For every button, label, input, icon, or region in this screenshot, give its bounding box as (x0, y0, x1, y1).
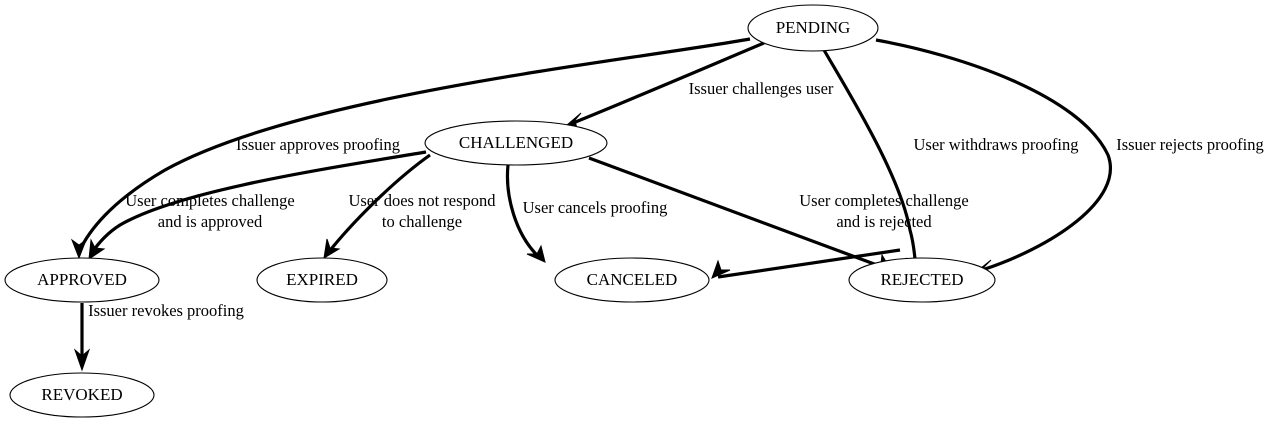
edge-challenged-canceled (505, 164, 546, 263)
edge-line-challenged-expired (326, 153, 431, 254)
edge-label-approved-revoked: Issuer revokes proofing (88, 301, 244, 320)
edge-label-pending-approved: Issuer approves proofing (236, 135, 400, 154)
edge-label-line: User completes challenge (125, 191, 295, 210)
edge-pending-approved (70, 37, 751, 260)
edge-line-other-canceled (717, 248, 901, 279)
edge-label-line: to challenge (382, 212, 462, 231)
edge-line-pending-approved (77, 37, 751, 253)
arrowhead-pending-approved (70, 238, 88, 260)
arrowhead-challenged-canceled (526, 244, 546, 263)
edge-label-challenged-rejected: User completes challenge and is rejected (799, 191, 969, 231)
node-shape-expired[interactable] (256, 257, 388, 303)
edge-line-pending-rejected-issuer (875, 38, 1112, 272)
node-label-approved: APPROVED (37, 270, 127, 289)
node-challenged[interactable]: CHALLENGED (424, 120, 608, 166)
edge-labels-layer: Issuer approves proofing Issuer challenge… (88, 79, 1264, 320)
nodes-layer: PENDING CHALLENGED APPROVED EXPIRED CANCELED… (4, 4, 996, 418)
edge-label-challenged-expired: User does not respond to challenge (348, 191, 496, 231)
edge-label-line: Issuer approves proofing (236, 135, 400, 154)
edge-label-line: Issuer revokes proofing (88, 301, 244, 320)
arrowhead-approved-revoked (73, 348, 91, 372)
node-shape-canceled[interactable] (554, 257, 710, 303)
node-shape-approved[interactable] (4, 257, 160, 303)
arrowhead-other-canceled (711, 259, 731, 279)
edge-line-challenged-canceled (505, 164, 542, 260)
edge-label-pending-rejected: User withdraws proofing (914, 135, 1079, 154)
edge-label-line: and is approved (158, 212, 263, 231)
edge-label-line: User cancels proofing (523, 198, 668, 217)
edge-other-canceled (711, 248, 901, 279)
edge-pending-rejected (822, 49, 924, 278)
edge-label-pending-challenged: Issuer challenges user (689, 79, 834, 98)
arrowhead-challenged-expired (323, 238, 341, 259)
edge-line-pending-challenged (572, 41, 765, 125)
edge-label-challenged-approved: User completes challenge and is approved (125, 191, 295, 231)
node-label-challenged: CHALLENGED (459, 133, 573, 152)
node-label-canceled: CANCELED (587, 270, 678, 289)
edge-label-challenged-canceled: User cancels proofing (523, 198, 668, 217)
node-pending[interactable]: PENDING (747, 4, 879, 52)
edge-label-line: Issuer challenges user (689, 79, 834, 98)
edge-label-line: User completes challenge (799, 191, 969, 210)
node-rejected[interactable]: REJECTED (848, 257, 996, 303)
node-label-pending: PENDING (776, 18, 851, 37)
node-label-rejected: REJECTED (880, 270, 963, 289)
edge-label-line: User withdraws proofing (914, 135, 1079, 154)
arrowhead-challenged-approved (88, 238, 106, 261)
node-shape-challenged[interactable] (424, 120, 608, 166)
edge-label-line: Issuer rejects proofing (1116, 135, 1264, 154)
edge-label-line: and is rejected (836, 212, 932, 231)
node-approved[interactable]: APPROVED (4, 257, 160, 303)
node-canceled[interactable]: CANCELED (554, 257, 710, 303)
node-shape-revoked[interactable] (9, 372, 155, 418)
edge-approved-revoked (73, 303, 91, 372)
node-shape-rejected[interactable] (848, 257, 996, 303)
node-label-expired: EXPIRED (286, 270, 358, 289)
node-label-revoked: REVOKED (41, 385, 122, 404)
edge-line-pending-rejected (822, 49, 918, 271)
node-revoked[interactable]: REVOKED (9, 372, 155, 418)
edge-label-pending-rejected-issuer: Issuer rejects proofing (1116, 135, 1264, 154)
node-shape-pending[interactable] (747, 4, 879, 52)
edge-challenged-expired (323, 153, 431, 259)
edge-label-line: User does not respond (348, 191, 496, 210)
edge-line-challenged-rejected (588, 156, 886, 270)
edge-challenged-approved (88, 150, 427, 261)
node-expired[interactable]: EXPIRED (256, 257, 388, 303)
edge-line-challenged-approved (89, 150, 427, 255)
